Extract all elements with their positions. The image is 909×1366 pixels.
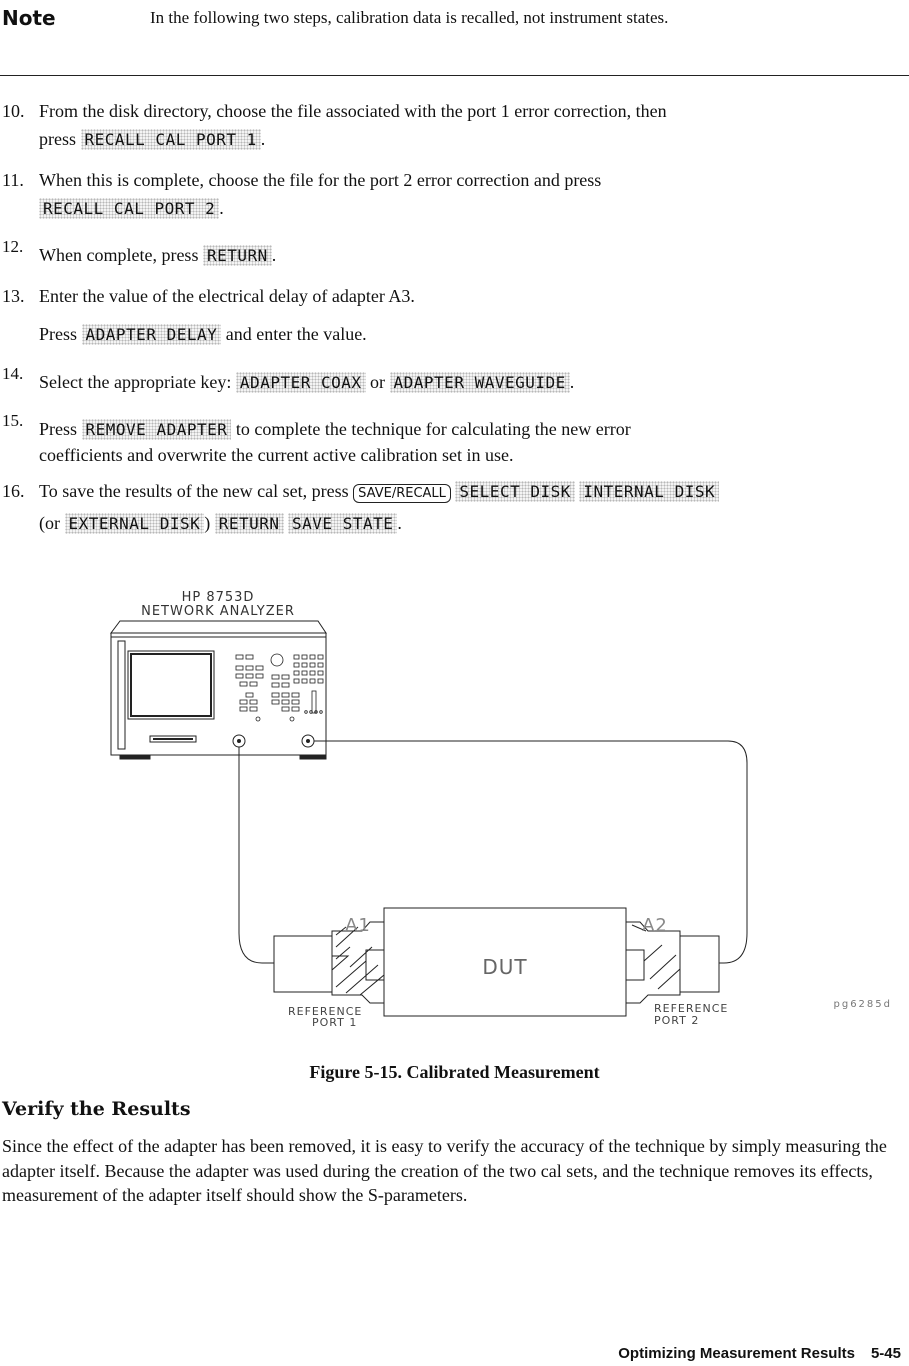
- note-text: In the following two steps, calibration …: [150, 8, 669, 27]
- divider: [0, 75, 909, 76]
- step-text: When complete, press RETURN.: [39, 242, 276, 269]
- step-number: 13.: [2, 286, 25, 306]
- reference-port-1-label: PORT 1: [312, 1016, 357, 1029]
- cable-port-1: [238, 747, 274, 964]
- page-number: 5-45: [870, 1345, 901, 1362]
- step-text: .: [260, 129, 266, 149]
- softkey-adapter-coax: ADAPTER COAX: [235, 372, 366, 393]
- reference-port-1-label: REFERENCE: [288, 1005, 362, 1018]
- section-title: Verify the Results: [2, 1098, 191, 1120]
- page-footer: Optimizing Measurement Results 5-45: [618, 1345, 901, 1362]
- analyzer-label-name: NETWORK ANALYZER: [141, 604, 295, 619]
- calibrated-measurement-diagram: HP 8753D NETWORK ANALYZER: [110, 590, 893, 1029]
- adapter-a2: [625, 921, 720, 1004]
- step-text: To save the results of the new cal set, …: [39, 481, 349, 501]
- step-text: or: [370, 372, 386, 392]
- step-text: Select the appropriate key: ADAPTER COAX…: [39, 369, 574, 396]
- analyzer-label-model: HP 8753D: [182, 590, 255, 605]
- adapter-a1: [273, 921, 385, 1004]
- step-text: To save the results of the new cal set, …: [39, 478, 720, 507]
- adapter-a1-label: A1: [345, 915, 371, 936]
- softkey-adapter-waveguide: ADAPTER WAVEGUIDE: [389, 372, 570, 393]
- step-text: and enter the value.: [225, 324, 367, 344]
- softkey-save-state: SAVE STATE: [288, 513, 398, 534]
- note-label: Note: [2, 6, 56, 30]
- reference-port-2-label: REFERENCE: [654, 1002, 728, 1015]
- step-text: Press REMOVE ADAPTER to complete the tec…: [39, 416, 631, 443]
- step-number: 14.: [2, 364, 24, 383]
- footer-title: Optimizing Measurement Results: [618, 1345, 855, 1362]
- softkey-internal-disk: INTERNAL DISK: [579, 481, 720, 502]
- reference-port-2-label: PORT 2: [654, 1014, 699, 1027]
- step-line2: Press ADAPTER DELAY and enter the value.: [39, 321, 367, 348]
- step-line2: (or EXTERNAL DISK) RETURN SAVE STATE.: [39, 510, 402, 537]
- step-number: 16.: [2, 481, 25, 501]
- softkey-select-disk: SELECT DISK: [455, 481, 575, 502]
- step-text: .: [569, 372, 575, 392]
- step-text: .: [271, 245, 277, 265]
- step-text: When this is complete, choose the file f…: [39, 170, 602, 190]
- figure-caption: Figure 5-15. Calibrated Measurement: [309, 1062, 600, 1082]
- step-text: Press: [39, 419, 78, 439]
- softkey-recall-cal-port-2: RECALL CAL PORT 2: [39, 198, 220, 219]
- step-text: Press: [39, 324, 78, 344]
- body-paragraph: Since the effect of the adapter has been…: [2, 1136, 887, 1205]
- step-text: From the disk directory, choose the file…: [39, 101, 667, 121]
- step-text: press: [39, 129, 76, 149]
- step-line2: press RECALL CAL PORT 1.: [39, 126, 265, 153]
- hardkey-save-recall: SAVE/RECALL: [353, 484, 451, 503]
- step-text: to complete the technique for calculatin…: [235, 419, 631, 439]
- step-text: coefficients and overwrite the current a…: [39, 445, 514, 465]
- softkey-recall-cal-port-1: RECALL CAL PORT 1: [80, 129, 261, 150]
- network-analyzer-icon: [110, 620, 327, 760]
- step-number: 12.: [2, 237, 24, 256]
- step-text: Enter the value of the electrical delay …: [39, 286, 415, 306]
- figure-id: pg6285d: [834, 999, 893, 1010]
- step-text: (or: [39, 513, 60, 533]
- softkey-return: RETURN: [214, 513, 284, 534]
- step-line2: RECALL CAL PORT 2.: [39, 195, 224, 222]
- step-text: When complete, press: [39, 245, 199, 265]
- step-text: .: [219, 198, 224, 218]
- step-text: .: [397, 513, 402, 533]
- step-number: 11.: [2, 170, 24, 190]
- softkey-return: RETURN: [202, 245, 272, 266]
- step-text: ): [204, 513, 211, 533]
- dut-label: DUT: [482, 955, 527, 979]
- cable-port-2: [314, 740, 748, 964]
- step-number: 10.: [2, 101, 25, 121]
- softkey-remove-adapter: REMOVE ADAPTER: [81, 419, 232, 440]
- step-number: 15.: [2, 411, 24, 430]
- step-text: Select the appropriate key:: [39, 372, 232, 392]
- adapter-a2-label: A2: [642, 915, 668, 936]
- softkey-adapter-delay: ADAPTER DELAY: [81, 324, 222, 345]
- softkey-external-disk: EXTERNAL DISK: [64, 513, 205, 534]
